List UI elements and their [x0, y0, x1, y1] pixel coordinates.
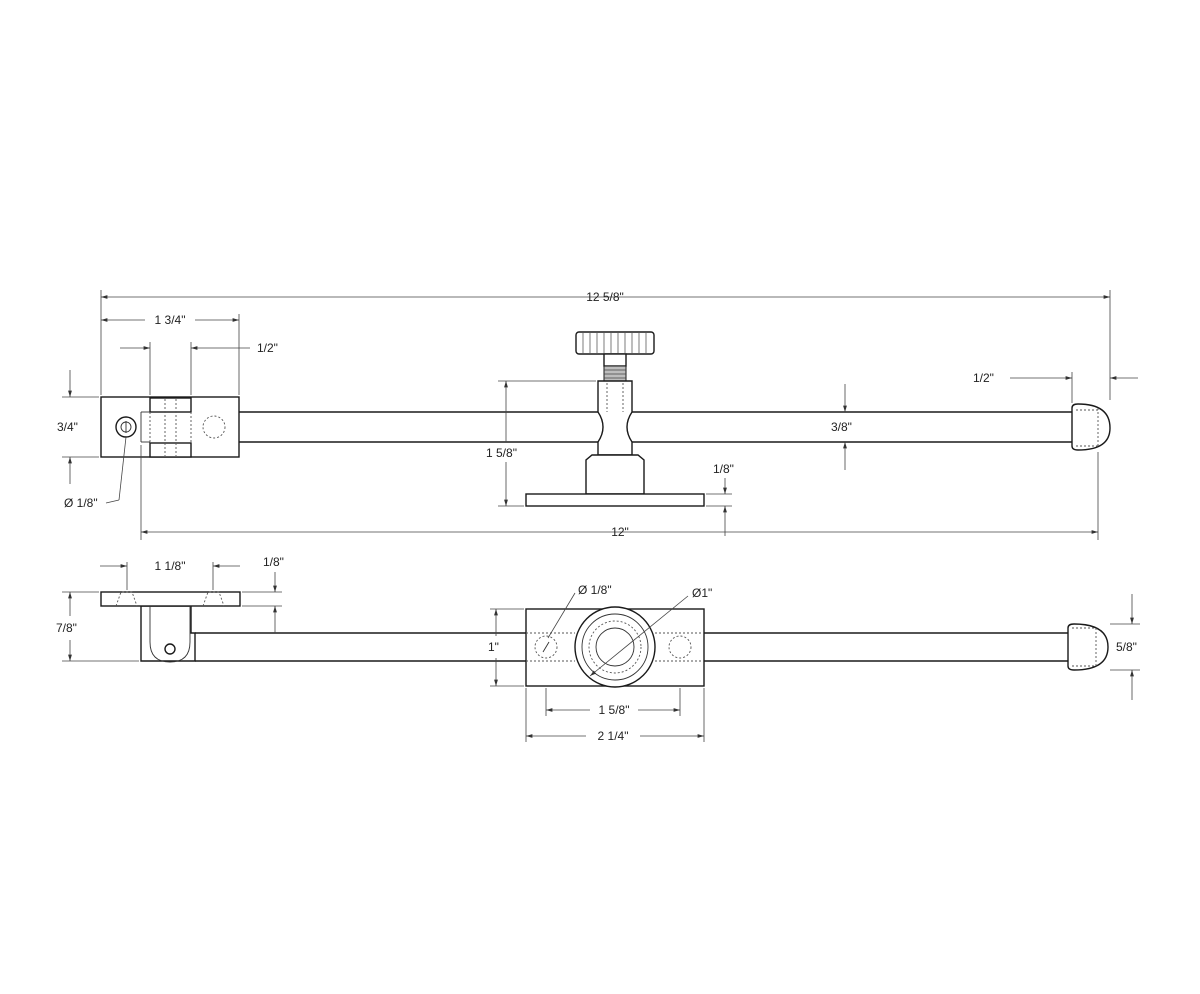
dim-bracket-hole-diameter: Ø 1/8" [64, 496, 98, 510]
bottom-view: 1 1/8" 1/8" 7/8" 1" Ø 1/8" Ø1" 1 5/8" 2 … [56, 555, 1140, 743]
dim-bracket-depth: 7/8" [56, 621, 77, 635]
ball-end-plan [1067, 623, 1109, 671]
dim-screw-hole-diameter: Ø 1/8" [578, 583, 612, 597]
dim-base-width: 1" [488, 640, 499, 654]
stay-rod [140, 403, 1111, 451]
top-dimension-lines [62, 290, 1138, 540]
dim-bracket-height: 3/4" [57, 420, 78, 434]
hinge-bracket [100, 396, 240, 458]
base-plan [525, 606, 705, 688]
top-view: 12 5/8" 1 3/4" 1/2" 3/4" Ø 1/8" 1 5/8" 3… [57, 290, 1138, 540]
mounting-plate [100, 591, 241, 663]
base-plate [525, 493, 705, 507]
dim-ball-end-width: 1/2" [973, 371, 994, 385]
ball-end [1071, 403, 1111, 451]
sleeve-base [585, 454, 645, 495]
dim-ball-end-diameter: 5/8" [1116, 640, 1137, 654]
bottom-dimension-lines [62, 562, 1140, 742]
dim-collar-diameter: Ø1" [692, 586, 712, 600]
dim-mount-plate-thickness: 1/8" [263, 555, 284, 569]
thumbscrew-assembly [525, 331, 705, 507]
dim-hole-spacing: 1 5/8" [599, 703, 630, 717]
dim-hinge-knuckle-width: 1/2" [257, 341, 278, 355]
collar [574, 606, 656, 688]
dim-base-plate-thickness: 1/8" [713, 462, 734, 476]
dim-thumbscrew-height: 1 5/8" [486, 446, 517, 460]
dim-rod-length: 12" [611, 525, 629, 539]
rod-sleeve [597, 380, 633, 456]
dim-mount-plate-length: 1 1/8" [155, 559, 186, 573]
stay-rod-plan [195, 623, 1109, 671]
dim-overall-length: 12 5/8" [586, 290, 624, 304]
dim-base-length: 2 1/4" [598, 729, 629, 743]
dim-rod-diameter: 3/8" [831, 420, 852, 434]
thumbscrew-knob [575, 331, 655, 355]
dim-left-bracket-length: 1 3/4" [155, 313, 186, 327]
